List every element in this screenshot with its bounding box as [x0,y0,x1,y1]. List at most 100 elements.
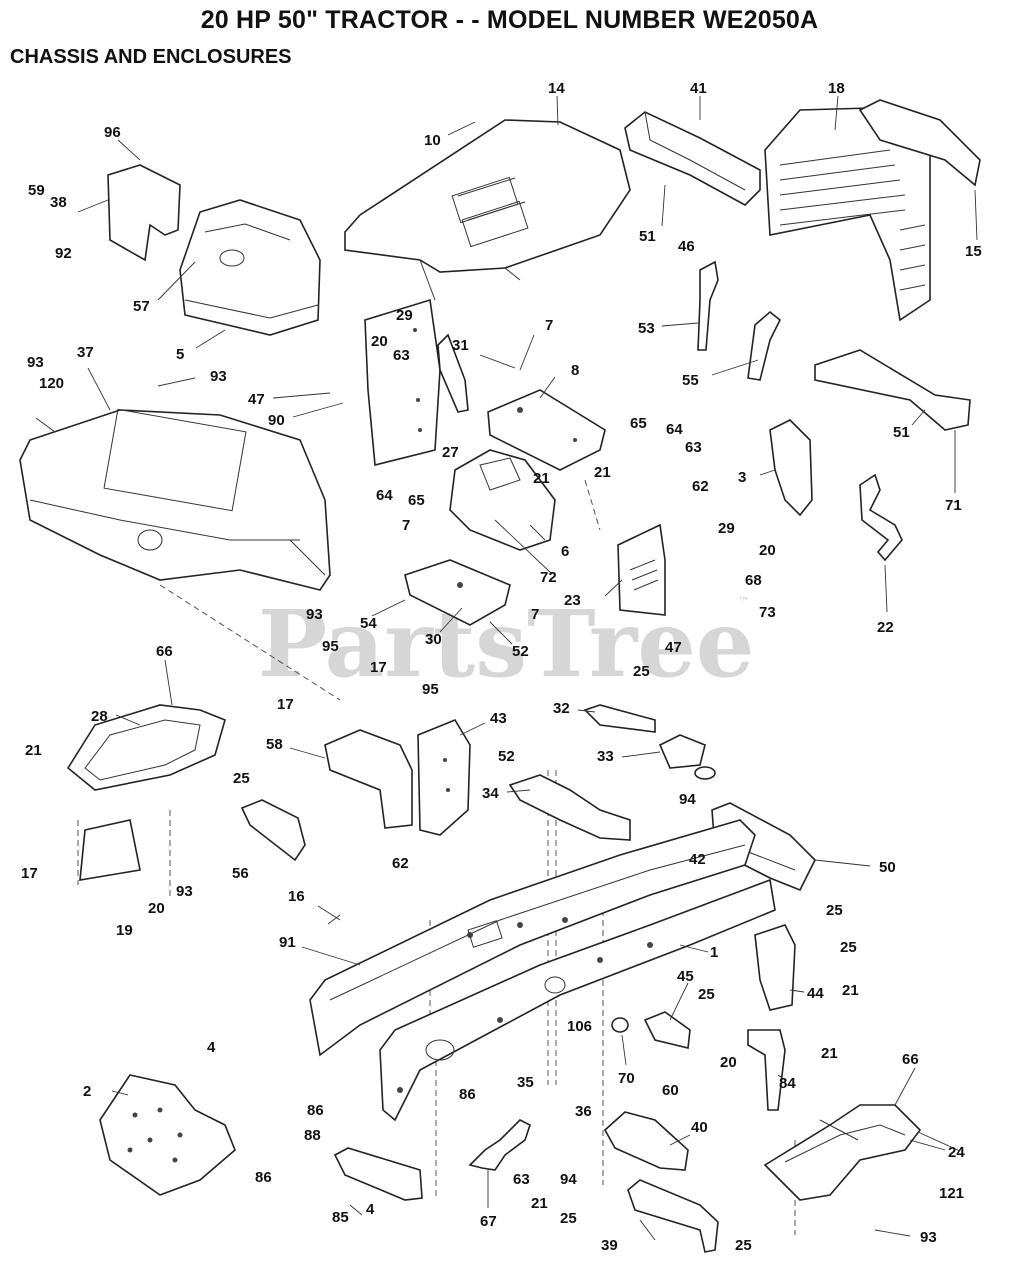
bracket-part-44 [754,924,796,1011]
callout-label: 21 [842,982,859,999]
callout-label: 35 [517,1074,534,1091]
callout-label: 24 [948,1144,965,1161]
callout-label: 18 [828,80,845,97]
bracket-part-53 [697,260,719,351]
watermark: PartsTree [258,590,754,698]
callout-label: 40 [691,1119,708,1136]
callout-label: 62 [692,478,709,495]
callout-label: 93 [27,354,44,371]
callout-label: 25 [233,770,250,787]
bracket-part-22 [859,473,903,562]
callout-label: 88 [304,1127,321,1144]
callout-label: 20 [148,900,165,917]
bracket-part-6 [449,449,556,551]
callout-label: 4 [207,1039,216,1056]
callout-label: 65 [630,415,647,432]
bumper-part-24 [763,1104,922,1201]
callout-label: 37 [77,344,94,361]
callout-label: 29 [396,307,413,324]
callout-label: 36 [575,1103,592,1120]
callout-label: 47 [665,639,682,656]
callout-label: 47 [248,391,265,408]
callout-label: 70 [618,1070,635,1087]
callout-label: 27 [442,444,459,461]
callout-label: 86 [459,1086,476,1103]
bracket-part-55 [747,310,782,381]
bracket-part-67 [468,1119,531,1171]
callout-label: 94 [679,791,696,808]
callout-label: 68 [745,572,762,589]
callout-label: 85 [332,1209,349,1226]
callout-label: 73 [759,604,776,621]
callout-label: 20 [720,1054,737,1071]
bracket-part-34 [508,774,631,841]
bracket-part-45 [643,1011,691,1049]
callout-label: 6 [561,543,569,560]
callout-label: 14 [548,80,565,97]
hood-vents [451,176,529,248]
callout-label: 90 [268,412,285,429]
frame-part-91 [309,819,756,1057]
callout-label: 8 [571,362,579,379]
callout-label: 53 [638,320,655,337]
callout-label: 94 [560,1171,577,1188]
callout-label: 21 [821,1045,838,1062]
bracket-part-27 [364,298,441,467]
callout-label: 63 [685,439,702,456]
callout-label: 106 [567,1018,592,1035]
callout-label: 121 [939,1185,964,1202]
bracket-part-56 [240,799,306,862]
page-title: 20 HP 50" TRACTOR - - MODEL NUMBER WE205… [200,6,819,34]
bracket-part-3 [769,419,813,517]
bracket-part-40 [603,1111,689,1171]
callout-label: 2 [83,1083,91,1100]
callout-label: 25 [826,902,843,919]
callout-label: 19 [116,922,133,939]
callout-label: 65 [408,492,425,509]
plate-part-8 [487,389,606,471]
callout-label: 34 [482,785,499,802]
rear-shroud-part-18 [764,107,931,322]
callout-label: 50 [879,859,896,876]
callout-label: 33 [597,748,614,765]
section-title: CHASSIS AND ENCLOSURES [10,46,292,68]
callout-label: 20 [759,542,776,559]
bracket-part-84 [747,1029,786,1111]
callout-label: 86 [307,1102,324,1119]
callout-label: 30 [425,631,442,648]
callout-label: 15 [965,243,982,260]
bracket-part-85 [333,1147,423,1201]
callout-label: 71 [945,497,962,514]
plate-part-30 [404,559,511,626]
callout-label: 25 [633,663,650,680]
callout-label: 52 [498,748,515,765]
callout-label: 64 [666,421,683,438]
callout-label: 64 [376,487,393,504]
callout-label: 72 [540,569,557,586]
callout-label: 17 [277,696,294,713]
bracket-part-41 [624,111,761,206]
bracket-part-58 [324,729,413,829]
callout-label: 58 [266,736,283,753]
callout-label: 66 [902,1051,919,1068]
callout-labels: 14 41 18 96 10 59 38 92 51 15 46 57 53 5… [21,80,982,1254]
callout-label: 59 [28,182,45,199]
callout-label: 38 [50,194,67,211]
callout-label: 1 [710,944,718,961]
bracket-part-23 [617,523,666,616]
callout-label: 17 [370,659,387,676]
callout-label: 93 [920,1229,937,1246]
callout-label: 93 [210,368,227,385]
spacer-part-70 [611,1017,629,1033]
callout-label: 22 [877,619,894,636]
callout-label: 39 [601,1237,618,1254]
callout-label: 21 [531,1195,548,1212]
callout-label: 21 [533,470,550,487]
callout-label: 46 [678,238,695,255]
dash-panel-part-5 [179,199,321,336]
callout-label: 93 [306,606,323,623]
callout-label: 21 [25,742,42,759]
callout-label: 91 [279,934,296,951]
callout-label: 120 [39,375,64,392]
callout-label: 51 [639,228,656,245]
